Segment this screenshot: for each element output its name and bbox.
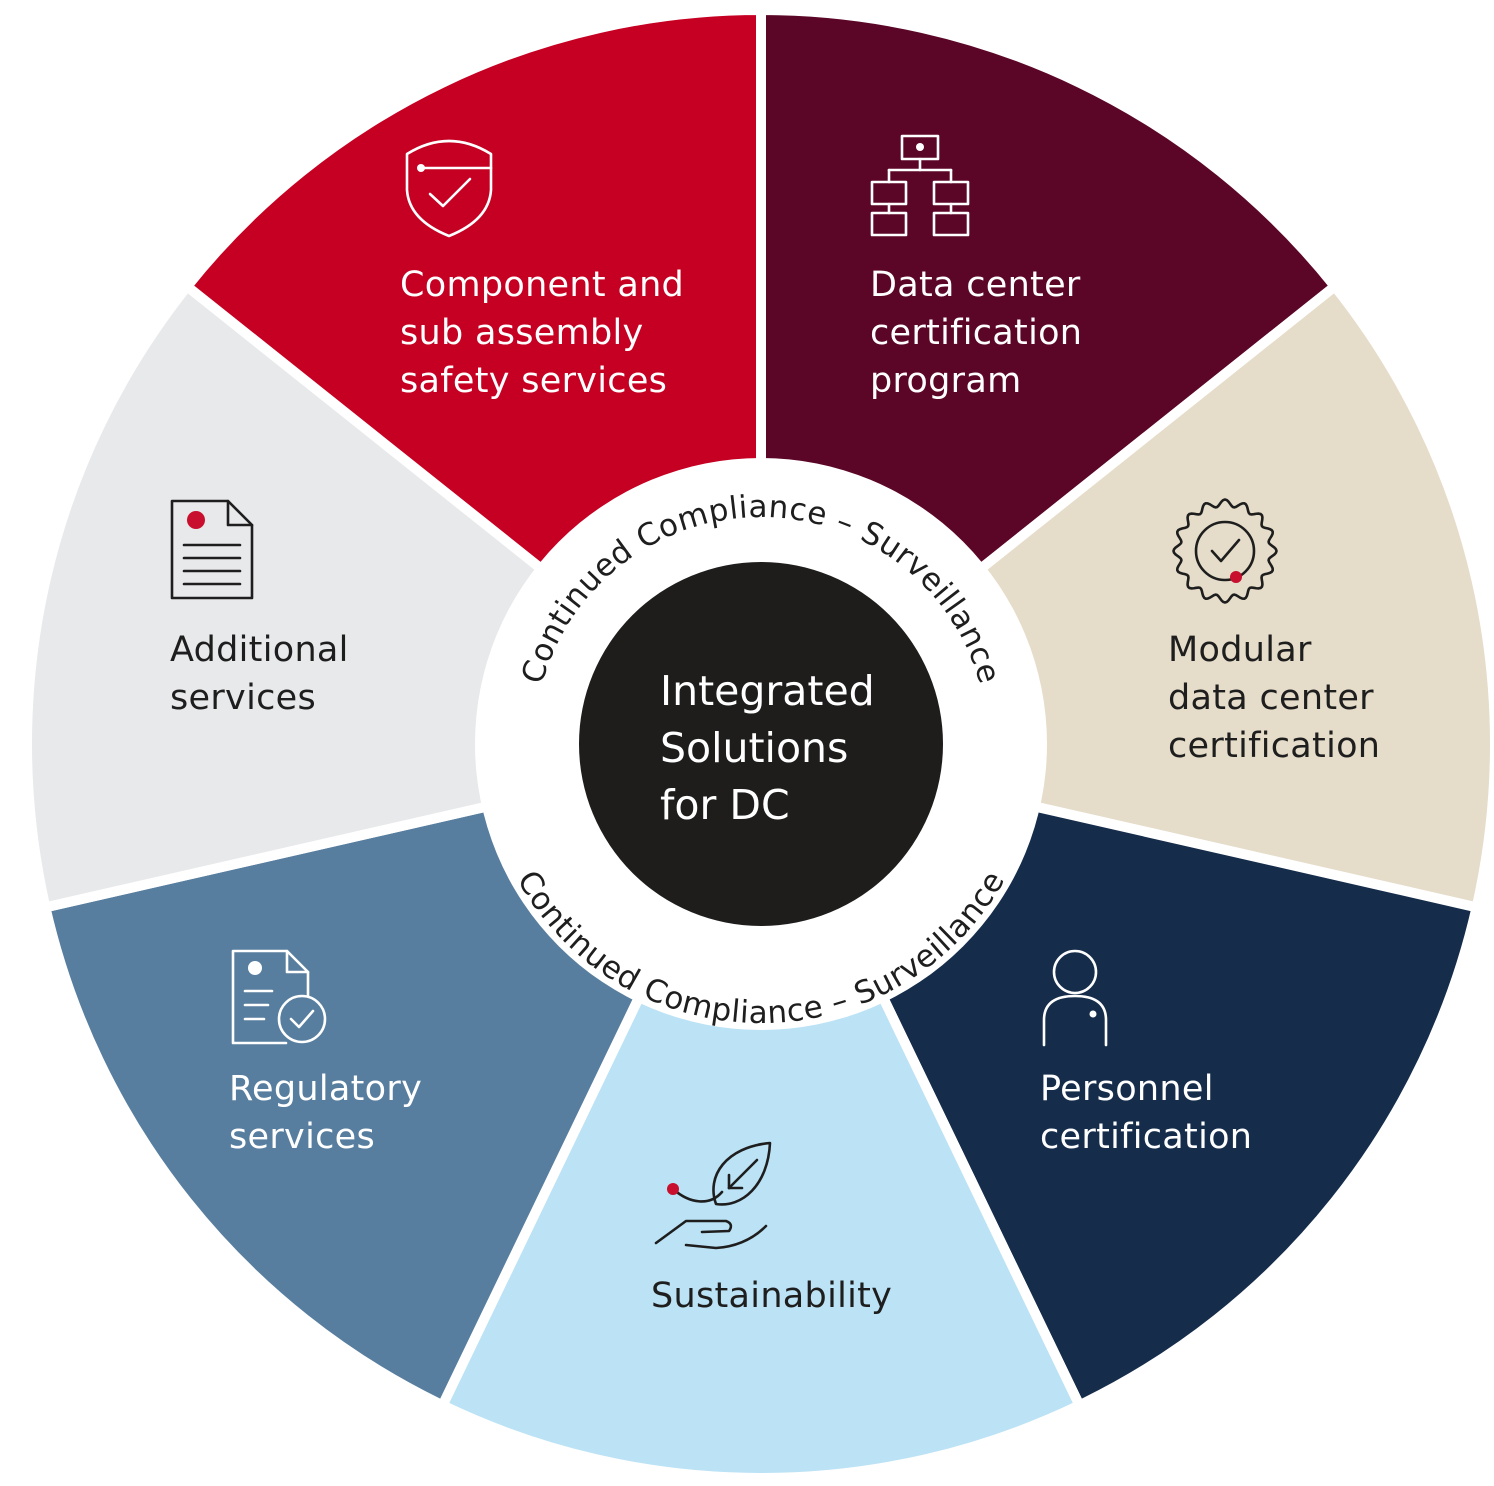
center-title-line-3: for DC (660, 781, 790, 829)
network-hierarchy-icon (870, 134, 970, 237)
certified-seal-icon (1172, 498, 1278, 604)
segment-label-sustainability: Sustainability (651, 1276, 892, 1316)
segment-label-regulatory-services: Regulatory services (229, 1069, 434, 1157)
document-check-icon (231, 949, 327, 1045)
segment-label-data-center-certification: Data center certification program (870, 265, 1094, 401)
person-icon (1042, 949, 1108, 1047)
segment-label-component-safety: Component and sub assembly safety servic… (400, 265, 696, 401)
document-icon (170, 499, 254, 600)
segment-label-modular-data-center: Modular data center certification (1168, 630, 1385, 766)
center-title-line-1: Integrated (660, 667, 875, 715)
center-disc (579, 562, 943, 926)
center-title: Integrated Solutions for DC (660, 667, 888, 829)
segment-sustainability (437, 739, 1085, 1483)
segment-label-personnel-certification: Personnel certification (1040, 1069, 1252, 1157)
leaf-hand-icon (654, 1141, 772, 1250)
shield-check-icon (405, 139, 493, 238)
center-title-line-2: Solutions (660, 724, 848, 772)
segment-label-additional-services: Additional services (170, 630, 360, 718)
